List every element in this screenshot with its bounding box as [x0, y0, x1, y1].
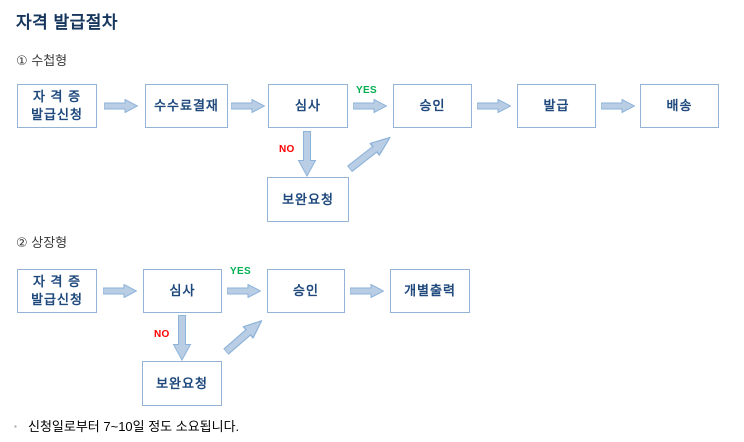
flow2-box-approve: 승인 [267, 269, 345, 313]
flow1-box-review-label: 심사 [295, 98, 321, 114]
arrow-right-icon [601, 99, 635, 113]
arrow-right-icon [353, 99, 387, 113]
flow1-box-apply-line2: 발급신청 [31, 107, 83, 122]
flow1-box-fee: 수수료결재 [145, 84, 228, 128]
flow2-box-print: 개별출력 [390, 269, 470, 313]
arrow-right-icon [104, 99, 138, 113]
section-notebook-heading: ① 수첩형 [16, 53, 68, 68]
flow2-box-apply-line2: 발급신청 [31, 292, 83, 307]
arrow-right-icon [103, 284, 137, 298]
flow1-no-label: NO [279, 144, 295, 155]
arrow-up-right-icon [344, 130, 396, 176]
flow1-box-apply-line1: 자 격 증 [32, 89, 82, 105]
flow1-box-review: 심사 [268, 84, 348, 128]
arrow-right-icon [350, 284, 384, 298]
square-bullet-icon: ▪ [14, 422, 17, 431]
flow1-box-delivery-label: 배송 [666, 98, 693, 114]
flow1-box-approve: 승인 [393, 84, 472, 128]
arrow-down-icon [298, 131, 316, 177]
section-certificate-heading: ② 상장형 [16, 235, 68, 250]
flow1-box-issue-label: 발급 [543, 98, 570, 114]
arrow-right-icon [231, 99, 265, 113]
footer-note: 신청일로부터 7~10일 정도 소요됩니다. [28, 419, 240, 434]
flow2-box-remand: 보완요청 [142, 361, 222, 406]
arrow-down-icon [173, 315, 191, 361]
page-title: 자격 발급절차 [16, 13, 119, 32]
flow1-box-remand: 보완요청 [267, 177, 349, 222]
flow1-box-apply: 자 격 증 발급신청 [17, 84, 97, 128]
flow1-box-delivery: 배송 [640, 84, 719, 128]
arrow-up-right-icon [220, 314, 268, 358]
flow1-yes-label: YES [356, 85, 377, 96]
flow2-box-print-label: 개별출력 [404, 283, 456, 299]
flow2-box-remand-label: 보완요청 [156, 375, 208, 391]
flow1-box-fee-label: 수수료결재 [154, 98, 219, 114]
arrow-right-icon [227, 284, 261, 298]
flow2-box-approve-label: 승인 [293, 283, 319, 299]
flow1-box-approve-label: 승인 [419, 98, 446, 114]
flow2-box-apply-line1: 자 격 증 [32, 274, 82, 290]
flow2-yes-label: YES [230, 266, 251, 277]
flow1-box-remand-label: 보완요청 [282, 191, 334, 207]
flow2-box-review: 심사 [143, 269, 222, 313]
flow1-box-issue: 발급 [517, 84, 596, 128]
flow2-box-apply: 자 격 증 발급신청 [17, 269, 97, 313]
flow2-no-label: NO [154, 329, 170, 340]
arrow-right-icon [477, 99, 511, 113]
flow2-box-review-label: 심사 [169, 283, 196, 299]
